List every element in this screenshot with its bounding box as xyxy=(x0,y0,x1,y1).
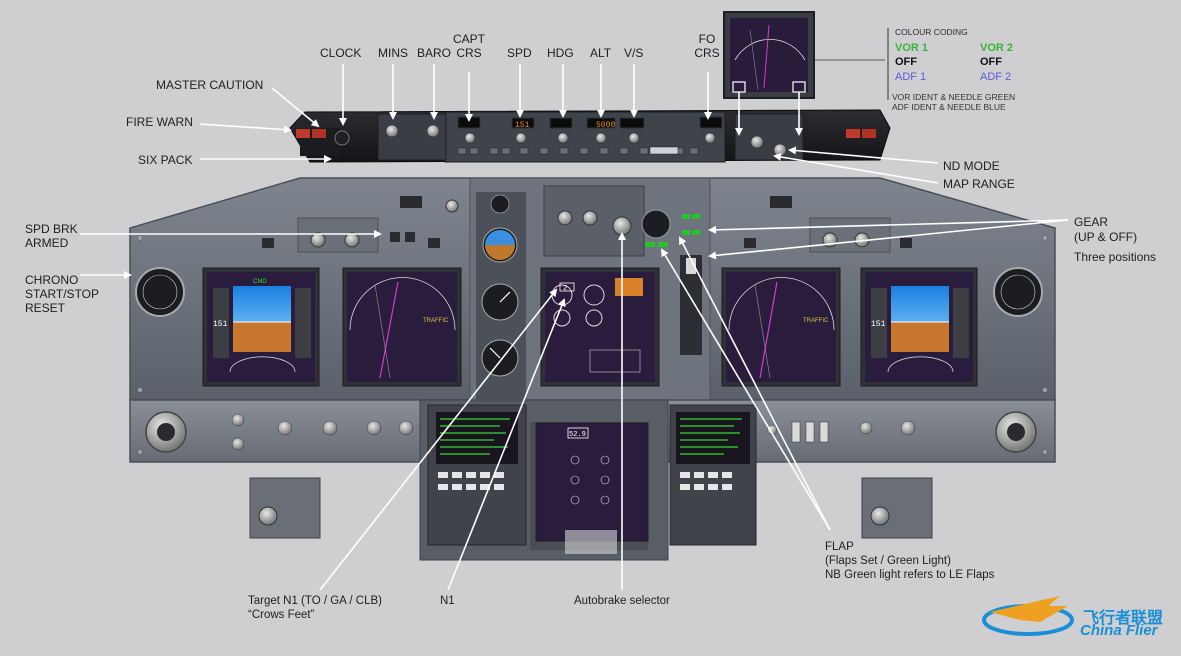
gear-label-1: GEAR xyxy=(1074,215,1109,229)
lower-eicas-value: 52.9 xyxy=(569,431,586,439)
left-nd: TRAFFIC xyxy=(342,267,462,387)
logo-text-chinese: 飞行者联盟 xyxy=(1083,610,1164,627)
nd-mode-label: ND MODE xyxy=(943,159,1000,173)
right-nd-traffic: TRAFFIC xyxy=(803,318,829,324)
lower-panel-controls xyxy=(145,411,1037,539)
chrono-label-3: RESET xyxy=(25,301,66,315)
upper-eicas: 2 xyxy=(540,267,660,387)
eicas-n1-left: 2 xyxy=(563,285,567,293)
adf-note: ADF IDENT & NEEDLE BLUE xyxy=(892,102,1006,112)
vs-label: V/S xyxy=(624,46,644,60)
vor1-label: VOR 1 xyxy=(895,42,929,54)
right-pfd: 151 xyxy=(860,267,978,387)
pfd-mode: CMD xyxy=(253,279,267,285)
off1-label: OFF xyxy=(895,56,917,68)
chrono-label-1: CHRONO xyxy=(25,273,79,287)
flap-label-2: (Flaps Set / Green Light) xyxy=(825,555,951,567)
chrono-label-2: START/STOP xyxy=(25,287,100,301)
off2-label: OFF xyxy=(980,56,1002,68)
callout-arrows xyxy=(80,64,1069,591)
vor2-label: VOR 2 xyxy=(980,42,1014,54)
colour-coding-title: COLOUR CODING xyxy=(895,27,968,37)
spd-brk-armed-label-2: ARMED xyxy=(25,236,69,250)
target-n1-label-2: “Crows Feet” xyxy=(248,609,315,621)
autobrake-selector-label: Autobrake selector xyxy=(574,595,670,607)
spd-brk-armed-label-1: SPD BRK xyxy=(25,222,78,236)
left-side-instruments xyxy=(135,196,1043,317)
gear-label-3: Three positions xyxy=(1074,250,1157,264)
glareshield-mcp: 5000 151 xyxy=(289,109,891,163)
alt-window: 5000 xyxy=(596,121,615,130)
logo-text-english: China Flier xyxy=(1080,622,1158,639)
adf1-label: ADF 1 xyxy=(895,71,927,83)
inset-nd-display xyxy=(723,11,815,99)
capt-crs-label-2: CRS xyxy=(456,46,482,60)
target-n1-label-1: Target N1 (TO / GA / CLB) xyxy=(248,595,382,607)
alt-label: ALT xyxy=(590,46,612,60)
pfd-speed: 151 xyxy=(213,320,228,329)
flap-label-1: FLAP xyxy=(825,541,854,553)
spd-window: 151 xyxy=(515,121,530,130)
clock-label: CLOCK xyxy=(320,46,362,60)
master-caution-label: MASTER CAUTION xyxy=(156,78,264,92)
spd-label: SPD xyxy=(507,46,532,60)
adf2-label: ADF 2 xyxy=(980,71,1012,83)
n1-label: N1 xyxy=(440,595,455,607)
fo-crs-label-1: FO xyxy=(698,32,716,46)
flap-label-3: NB Green light refers to LE Flaps xyxy=(825,569,995,581)
right-nd: TRAFFIC xyxy=(721,267,841,387)
cdu-units: 52.9 xyxy=(427,404,757,554)
standby-instruments xyxy=(476,192,526,402)
hdg-label: HDG xyxy=(547,46,574,60)
mins-label: MINS xyxy=(378,46,408,60)
china-flier-logo-icon xyxy=(982,596,1074,636)
left-nd-traffic: TRAFFIC xyxy=(423,318,449,324)
six-pack-label: SIX PACK xyxy=(138,153,193,167)
gear-label-2: (UP & OFF) xyxy=(1074,230,1138,244)
fo-crs-label-2: CRS xyxy=(694,46,720,60)
capt-crs-label-1: CAPT xyxy=(452,32,485,46)
pfd-speed-right: 151 xyxy=(871,320,886,329)
vor-note: VOR IDENT & NEEDLE GREEN xyxy=(892,92,1016,102)
autobrake-panel xyxy=(543,185,702,355)
fire-warn-label: FIRE WARN xyxy=(126,115,193,129)
baro-label: BARO xyxy=(417,46,452,60)
map-range-label: MAP RANGE xyxy=(943,177,1015,191)
left-pfd: 151 CMD xyxy=(202,267,320,387)
